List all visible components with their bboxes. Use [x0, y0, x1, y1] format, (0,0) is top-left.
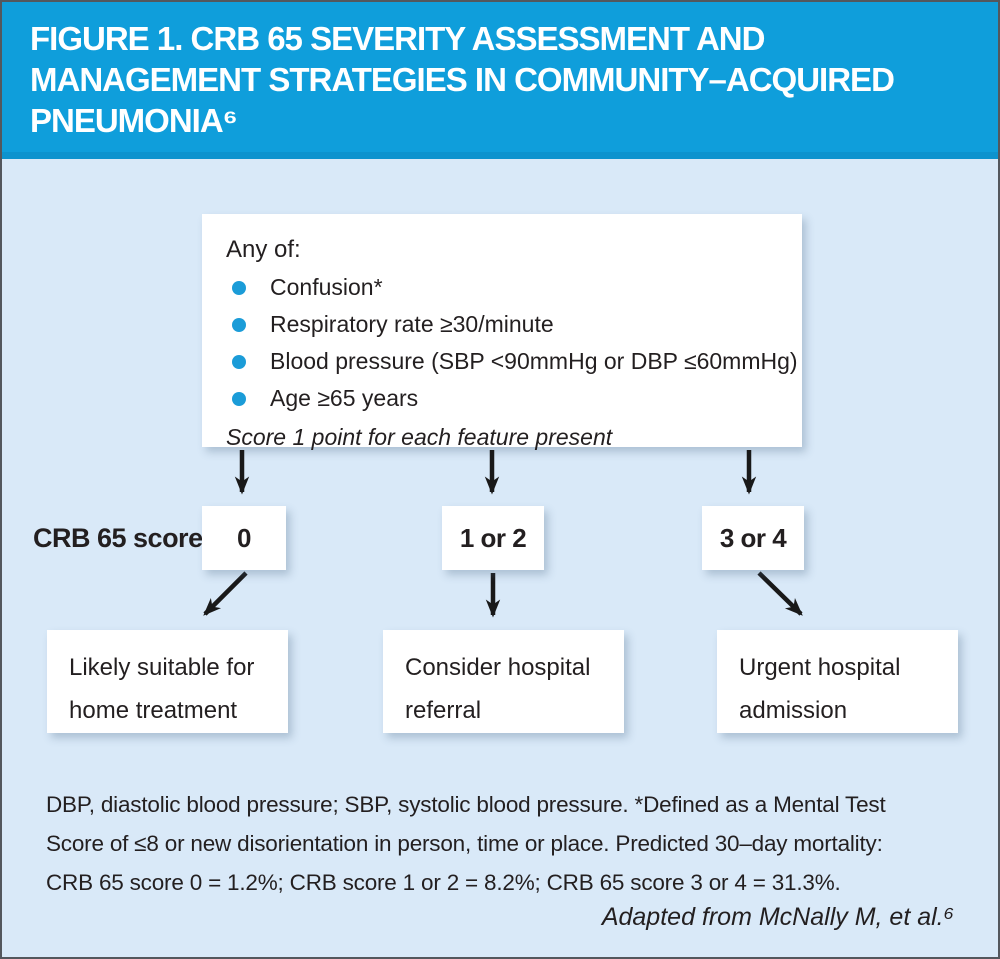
arrow-down-right-icon: [757, 571, 803, 616]
outcome-home-treatment: Likely suitable for home treatment: [47, 630, 288, 733]
outcome-hospital-admission: Urgent hospital admission: [717, 630, 958, 733]
bullet-icon: [232, 280, 246, 295]
footnote-line-3: CRB 65 score 0 = 1.2%; CRB score 1 or 2 …: [46, 870, 841, 895]
bullet-icon: [232, 354, 246, 369]
bullet-icon: [232, 317, 246, 332]
footnote-line-2: Score of ≤8 or new disorientation in per…: [46, 831, 883, 856]
attribution: Adapted from McNally M, et al.⁶: [601, 903, 954, 931]
criteria-item-label: Blood pressure (SBP <90mmHg or DBP ≤60mm…: [270, 348, 798, 374]
outcome-hospital-referral: Consider hospital referral: [383, 630, 624, 733]
criteria-item-age: Age ≥65 years: [226, 380, 782, 417]
criteria-box: Any of: Confusion* Respiratory rate ≥30/…: [202, 214, 802, 450]
figure-title-line-2: MANAGEMENT STRATEGIES IN COMMUNITY–ACQUI…: [30, 61, 895, 98]
criteria-title: Any of:: [226, 236, 301, 263]
criteria-item-label: Age ≥65 years: [270, 385, 419, 411]
arrow-down-left-icon: [203, 571, 248, 616]
criteria-scoring-note: Score 1 point for each feature present: [226, 424, 613, 450]
figure-title-line-3: PNEUMONIA⁶: [30, 102, 238, 139]
figure-header: FIGURE 1. CRB 65 SEVERITY ASSESSMENT AND…: [2, 2, 998, 159]
footnote: DBP, diastolic blood pressure; SBP, syst…: [46, 785, 886, 902]
footnote-line-1: DBP, diastolic blood pressure; SBP, syst…: [46, 792, 886, 817]
criteria-list: Confusion* Respiratory rate ≥30/minute B…: [226, 269, 798, 417]
figure-body: Any of: Confusion* Respiratory rate ≥30/…: [2, 159, 998, 957]
score-box-3-or-4: 3 or 4: [702, 506, 804, 570]
criteria-item-label: Respiratory rate ≥30/minute: [270, 311, 554, 337]
bullet-icon: [232, 391, 246, 406]
figure-title-line-1: FIGURE 1. CRB 65 SEVERITY ASSESSMENT AND: [30, 20, 765, 57]
criteria-item-respiratory-rate: Respiratory rate ≥30/minute: [226, 306, 782, 343]
score-row-label: CRB 65 score: [33, 522, 203, 553]
criteria-item-confusion: Confusion*: [226, 269, 782, 306]
criteria-item-label: Confusion*: [270, 274, 383, 300]
criteria-item-blood-pressure: Blood pressure (SBP <90mmHg or DBP ≤60mm…: [226, 343, 798, 380]
score-box-1-or-2: 1 or 2: [442, 506, 544, 570]
score-box-0: 0: [202, 506, 286, 570]
